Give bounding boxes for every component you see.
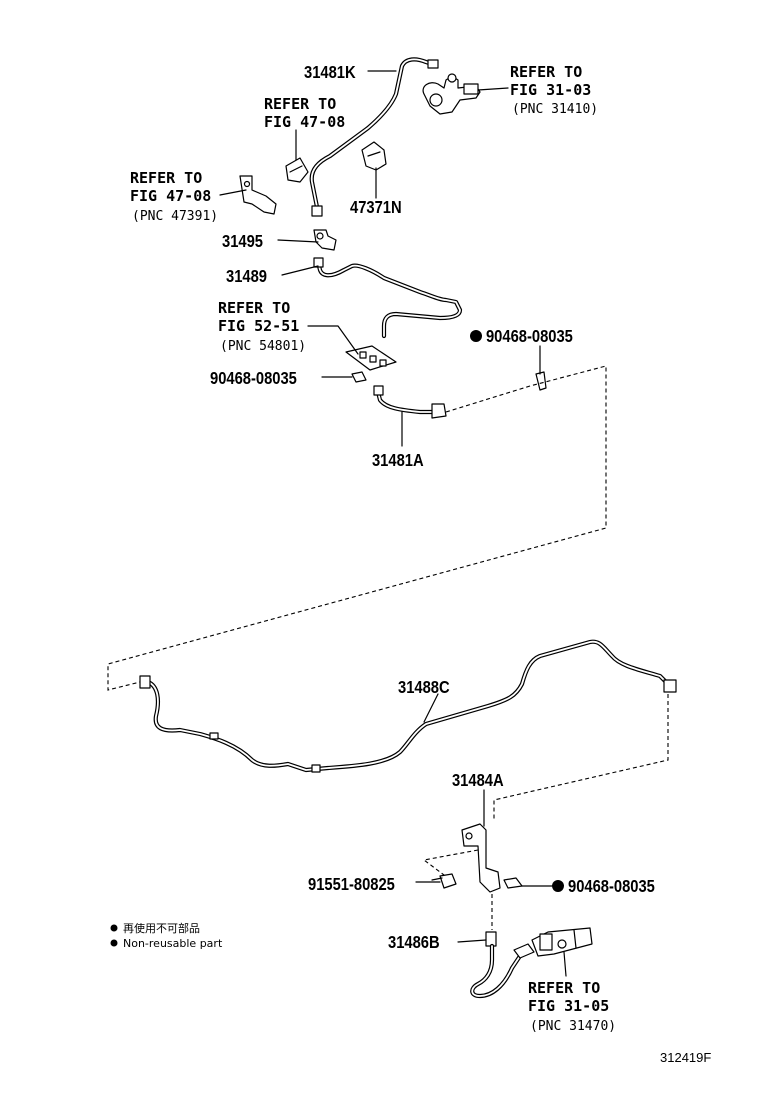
label-31486B: 31486B [388,933,440,953]
bracket-54801 [345,345,397,371]
union-31495[interactable] [313,229,337,251]
leader-31486B [457,939,487,943]
label-31495: 31495 [222,232,263,252]
figure-code: 312419F [660,1050,711,1065]
ref-fig3105-line1: REFER TO [528,979,600,997]
legend-marker-jp [110,924,118,932]
label-31481K: 31481K [304,63,356,83]
ref-fig5251-pnc: (PNC 54801) [220,339,306,354]
non-reusable-marker-right [470,330,482,342]
connection-line-lower [493,694,669,820]
label-91551: 91551-80825 [308,875,395,895]
clip-90468-lower [503,877,523,889]
ref-fig5251-line1: REFER TO [218,299,290,317]
ref-fig4708a-line2: FIG 47-08 [264,113,345,131]
clutch-release-cylinder [531,927,593,957]
bracket-31484A[interactable] [461,823,501,893]
label-31488C: 31488C [398,678,450,698]
leader-fig4708b [219,189,247,196]
ref-fig3103-line2: FIG 31-03 [510,81,591,99]
label-90468-left: 90468-08035 [210,369,297,389]
leader-31489 [281,265,319,276]
legend-en: Non-reusable part [123,937,223,950]
label-90468-lower: 90468-08035 [568,877,655,897]
connection-line-upper [107,365,607,691]
clip-90468-right [535,371,547,391]
ref-fig5251-line2: FIG 52-51 [218,317,299,335]
pipe-31481K[interactable] [309,57,439,217]
clip-90468-left [351,371,367,383]
bolt-91551 [431,873,457,889]
ref-fig3105-line2: FIG 31-05 [528,997,609,1015]
label-90468-right: 90468-08035 [486,327,573,347]
ref-fig3103-pnc: (PNC 31410) [512,102,598,117]
leader-fig3103 [477,87,509,91]
hose-31481A[interactable] [373,385,447,419]
pipe-31488C[interactable] [139,639,677,773]
clamp-fig-47-08 [285,157,309,183]
label-31489: 31489 [226,267,267,287]
bracket-47391 [239,175,277,215]
hose-31486B[interactable] [470,931,535,999]
leader-fig3105 [563,951,567,977]
ref-fig4708b-line1: REFER TO [130,169,202,187]
legend-marker-en [110,939,118,947]
leader-31495 [277,239,319,243]
non-reusable-marker-lower [552,880,564,892]
ref-fig3105-pnc: (PNC 31470) [530,1019,616,1034]
leader-31488C [423,693,439,723]
pipe-31489[interactable] [313,257,463,339]
legend-jp: 再使用不可部品 [123,921,200,935]
ref-fig3103-line1: REFER TO [510,63,582,81]
ref-fig4708b-line2: FIG 47-08 [130,187,211,205]
clutch-master-cylinder [422,73,481,115]
label-31481A: 31481A [372,451,424,471]
label-47371N: 47371N [350,198,402,218]
ref-fig4708a-line1: REFER TO [264,95,336,113]
leader-fig5251 [307,325,359,355]
ref-fig4708b-pnc: (PNC 47391) [132,209,218,224]
label-31484A: 31484A [452,771,504,791]
clamp-47371N[interactable] [361,141,387,171]
